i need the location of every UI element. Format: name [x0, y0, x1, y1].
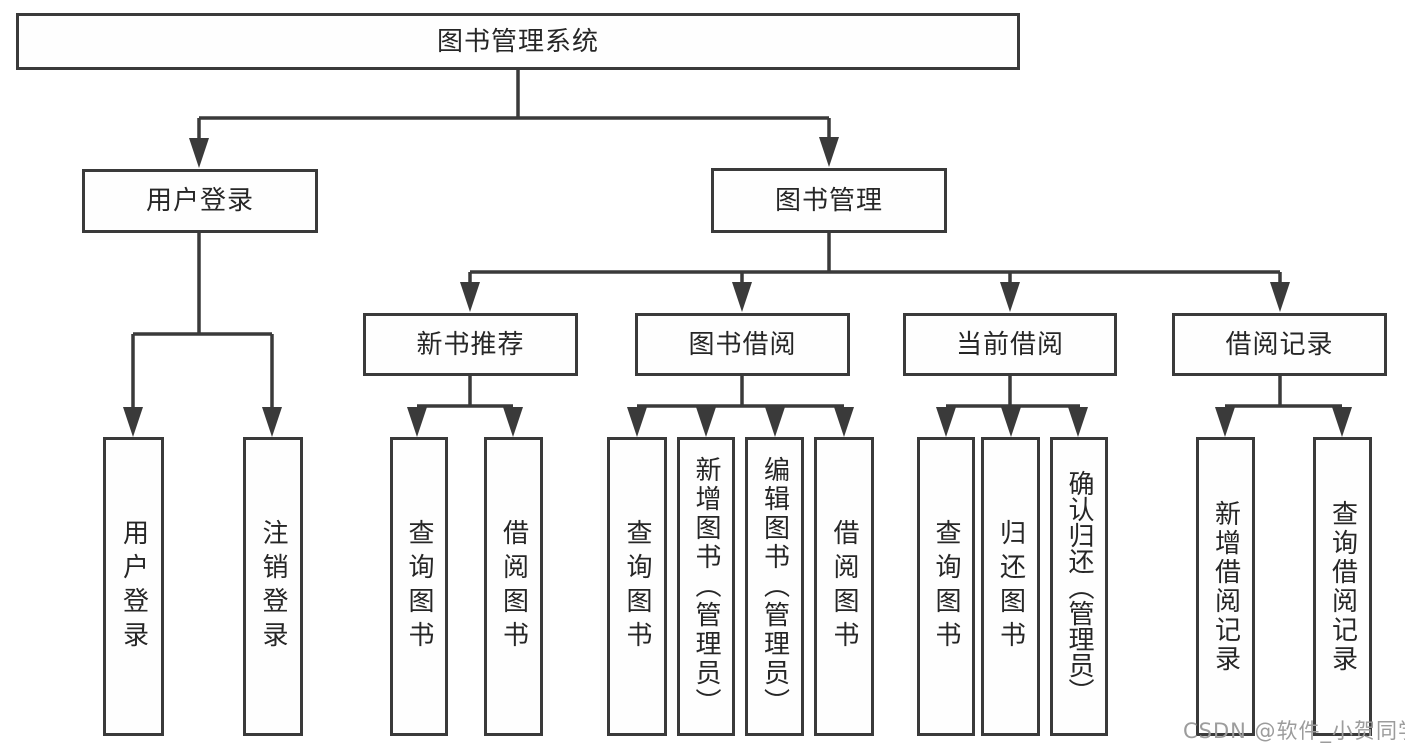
- arrow-down-icon: [189, 138, 209, 168]
- arrow-down-icon: [834, 407, 854, 437]
- leaf-logout: 注销登录: [243, 437, 303, 736]
- node-user-login: 用户登录: [82, 169, 318, 233]
- leaf-query-books-borrowing: 查询图书: [607, 437, 667, 736]
- leaf-user-login: 用户登录: [103, 437, 164, 736]
- arrow-down-icon: [1068, 407, 1088, 437]
- arrow-down-icon: [262, 407, 282, 437]
- node-borrowing-records: 借阅记录: [1172, 313, 1387, 376]
- arrow-down-icon: [732, 282, 752, 312]
- node-book-management: 图书管理: [711, 168, 947, 233]
- arrow-down-icon: [627, 407, 647, 437]
- arrow-down-icon: [1215, 407, 1235, 437]
- arrow-down-icon: [936, 407, 956, 437]
- leaf-add-book-admin: 新增图书（管理员）: [677, 437, 735, 736]
- arrow-down-icon: [460, 282, 480, 312]
- arrow-down-icon: [123, 407, 143, 437]
- arrow-down-icon: [1001, 407, 1021, 437]
- arrow-down-icon: [696, 407, 716, 437]
- leaf-borrow-books-recommend: 借阅图书: [484, 437, 543, 736]
- csdn-watermark: CSDN @软件_小贺同学: [1183, 719, 1405, 743]
- leaf-query-books-recommend: 查询图书: [390, 437, 448, 736]
- arrow-down-icon: [1270, 282, 1290, 312]
- leaf-add-borrow-record: 新增借阅记录: [1196, 437, 1255, 736]
- node-current-borrowing: 当前借阅: [903, 313, 1117, 376]
- leaf-confirm-return-admin: 确认归还（管理员）: [1050, 437, 1108, 736]
- arrow-down-icon: [1000, 282, 1020, 312]
- arrow-down-icon: [1332, 407, 1352, 437]
- node-new-book-recommend: 新书推荐: [363, 313, 578, 376]
- node-book-borrowing: 图书借阅: [635, 313, 850, 376]
- arrow-down-icon: [819, 137, 839, 167]
- node-library-system: 图书管理系统: [16, 13, 1020, 70]
- arrow-down-icon: [503, 407, 523, 437]
- leaf-query-books-current: 查询图书: [917, 437, 975, 736]
- leaf-return-books: 归还图书: [981, 437, 1040, 736]
- leaf-borrow-books-borrowing: 借阅图书: [814, 437, 874, 736]
- leaf-edit-book-admin: 编辑图书（管理员）: [745, 437, 804, 736]
- arrow-down-icon: [765, 407, 785, 437]
- leaf-query-borrow-record: 查询借阅记录: [1313, 437, 1372, 736]
- arrow-down-icon: [407, 407, 427, 437]
